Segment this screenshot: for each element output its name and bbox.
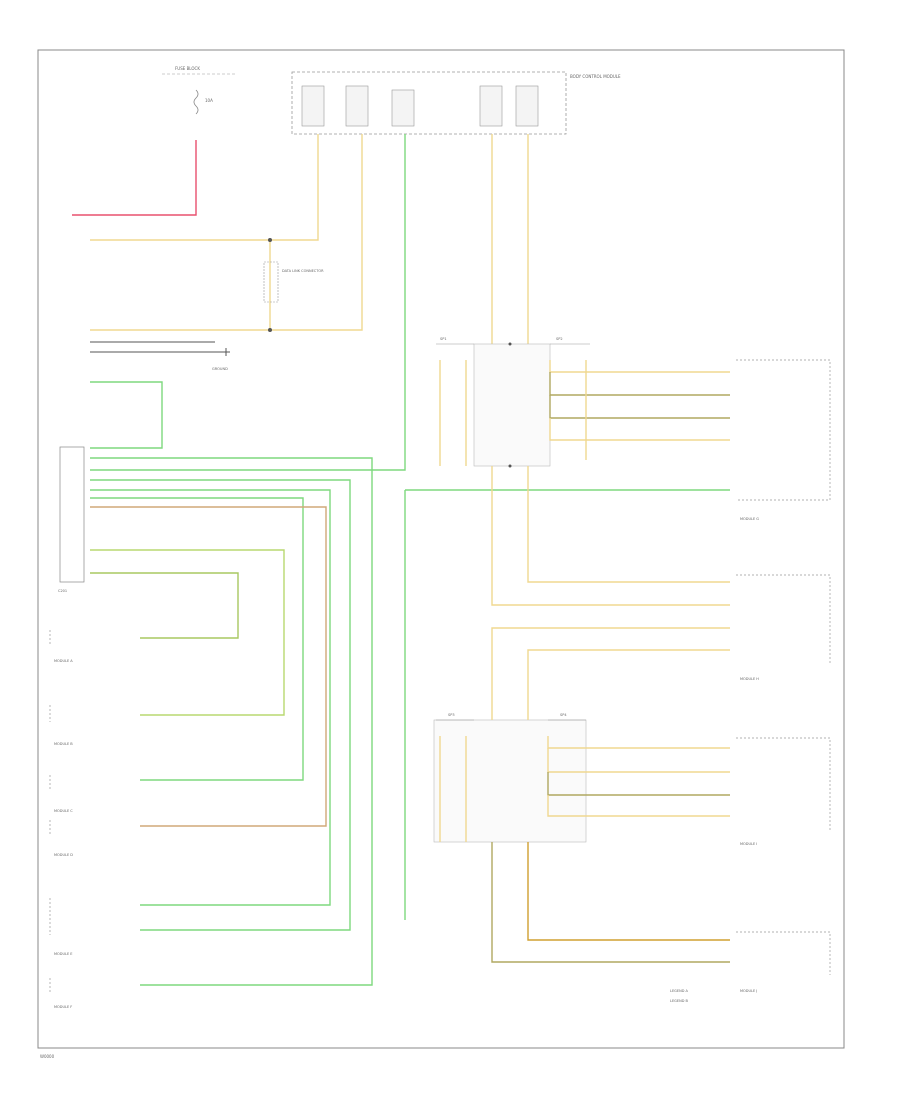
dlc-label: DATA LINK CONNECTOR [282, 269, 324, 273]
right-module-label-3: MODULE I [740, 842, 757, 846]
bcm-connector-block: BODY CONTROL MODULE [291, 71, 621, 135]
right-module-2 [736, 574, 831, 665]
right-modules [736, 359, 831, 975]
dlc-connector: DATA LINK CONNECTOR [263, 261, 324, 303]
wire-mid-1 [491, 466, 730, 606]
fuse-block-label: FUSE BLOCK [175, 66, 200, 71]
left-connector-c201: C201 [58, 446, 85, 593]
splice-label-4: SP4 [560, 713, 567, 717]
fuse-block: FUSE BLOCK 10A [162, 66, 235, 115]
right-module-label-2: MODULE H [740, 677, 759, 681]
wire-tan-bus [90, 506, 327, 827]
left-module-label-6: MODULE F [54, 1005, 72, 1009]
bcm-terminals [301, 85, 539, 127]
wire-green-bus-d [90, 497, 304, 781]
right-module-labels: MODULE G MODULE H MODULE I MODULE J [740, 517, 759, 993]
wire-yellow-2 [90, 134, 363, 331]
left-module-label-3: MODULE C [54, 809, 73, 813]
right-module-label-4: MODULE J [740, 989, 757, 993]
star-connector-lower [433, 719, 587, 843]
wire-green-bcm [90, 134, 406, 471]
splice-label-2: SP2 [556, 337, 563, 341]
wire-star-low-r4 [547, 795, 730, 817]
splice-points [268, 238, 512, 468]
bcm-label: BODY CONTROL MODULE [570, 74, 621, 79]
splice-label-1: SP1 [440, 337, 447, 341]
wire-star-up-r2 [549, 372, 730, 396]
right-module-label-1: MODULE G [740, 517, 759, 521]
wire-green-bus-b [90, 479, 351, 931]
wire-star-up-r3 [549, 395, 730, 419]
wire-green-dlc [90, 381, 163, 449]
wire-green-bus-e [90, 549, 285, 716]
wire-star-up-r4 [549, 418, 730, 441]
splice-dot-2 [268, 328, 272, 332]
wire-bottom-1 [527, 842, 730, 941]
wire-star-up-r1 [549, 360, 730, 373]
star-connector-upper [473, 343, 551, 467]
wire-yellow-1 [90, 134, 319, 241]
diagram-border [37, 49, 845, 1049]
splice-dot-1 [268, 238, 272, 242]
wire-bottom-2 [491, 842, 730, 963]
wire-green-bus-a [90, 457, 373, 986]
right-module-1 [736, 359, 831, 501]
right-module-3 [736, 737, 831, 830]
splice-labels: SP1 SP2 SP3 SP4 [440, 337, 567, 717]
wire-mid-3 [491, 627, 730, 720]
legend-item-1: LEGEND A [670, 989, 689, 993]
left-module-labels: MODULE A MODULE B MODULE C MODULE D MODU… [54, 659, 73, 1009]
legend: LEGEND A LEGEND B [670, 989, 689, 1003]
left-module-label-5: MODULE E [54, 952, 73, 956]
left-module-label-1: MODULE A [54, 659, 73, 663]
footer-code: W0000 [40, 1054, 55, 1059]
wire-green-right [404, 489, 730, 920]
ground-label: GROUND [212, 367, 228, 371]
splice-dot-4 [508, 464, 512, 468]
wire-mid-2 [527, 466, 730, 583]
wire-mid-4 [527, 649, 730, 720]
splice-label-3: SP3 [448, 713, 455, 717]
ground-symbol: GROUND [212, 348, 228, 371]
splice-dot-3 [508, 342, 512, 346]
fuse-rating: 10A [205, 98, 213, 103]
fuse-symbol [193, 89, 199, 115]
wires [72, 134, 730, 986]
left-module-label-4: MODULE D [54, 853, 73, 857]
connector-label: C201 [58, 589, 67, 593]
wire-green-bus-f [90, 572, 239, 639]
wire-red-power [72, 140, 197, 216]
wire-green-bus-c [90, 489, 331, 906]
right-module-4 [736, 931, 831, 975]
legend-item-2: LEGEND B [670, 999, 689, 1003]
left-module-label-2: MODULE B [54, 742, 73, 746]
